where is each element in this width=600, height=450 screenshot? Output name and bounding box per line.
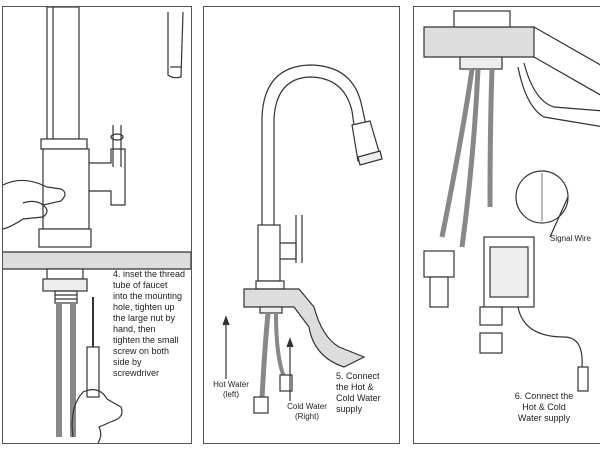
signal-wire-label: Signal Wire (550, 234, 591, 243)
step4-instruction: 4. inset the thread tube of faucet into … (113, 269, 186, 378)
cold-water-label: Cold Water (Right) (287, 402, 327, 421)
hot-water-label: Hot Water (left) (213, 380, 249, 399)
step6-instruction: 6. Connect the Hot & Cold Water supply (514, 391, 574, 423)
step5-instruction: 5. Connect the Hot & Cold Water supply (336, 371, 381, 414)
faucet-install-illustration (3, 7, 191, 443)
faucet-supply-illustration (222, 64, 383, 414)
step5-panel: Hot Water (left) Cold Water (Right) 5. C… (203, 6, 400, 444)
step4-panel: 4. inset the thread tube of faucet into … (2, 6, 192, 444)
step6-panel: Signal Wire 6. Connect the Hot & Cold Wa… (413, 6, 600, 444)
control-box-illustration (423, 10, 600, 392)
